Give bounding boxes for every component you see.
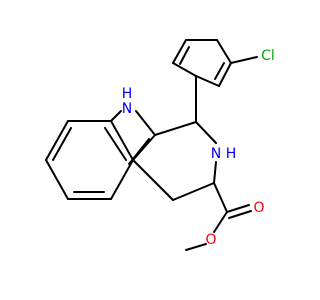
bond [216,39,232,64]
bond [172,182,215,201]
bond [213,182,228,213]
ester-oxygen-label: O [205,232,216,248]
carbonyl-oxygen-label: O [253,200,264,216]
bonds [45,39,258,251]
bond [226,204,250,213]
indole-nh-h-label: H [122,86,133,102]
chlorine-label: Cl [261,48,275,64]
bond [135,110,156,136]
molecule-structure: N H N H Cl O O [45,39,275,251]
bond [154,121,197,136]
bond-double [179,46,190,65]
bond [132,159,174,201]
bond [110,110,122,122]
bond [218,62,232,87]
bond [195,121,217,144]
bond [213,161,217,184]
bond-double [228,210,252,219]
structure-canvas: N H N H Cl O O [45,39,275,251]
bond [172,39,187,64]
bond [195,75,220,87]
bond [45,120,69,161]
bond [230,56,258,64]
bond [45,159,69,200]
bond [172,62,197,77]
ring-nh-h-label: H [226,146,237,162]
bond-double [214,62,225,80]
bond [110,159,134,200]
bond [185,243,207,251]
bond [110,120,134,161]
bond [213,211,228,233]
atom-labels: N H N H Cl O O [122,48,275,248]
bond-double [104,127,127,161]
bond-double [52,127,72,161]
ring-nh-label: N [211,146,221,162]
indole-nh-label: N [122,101,132,117]
bond-double [128,138,150,165]
